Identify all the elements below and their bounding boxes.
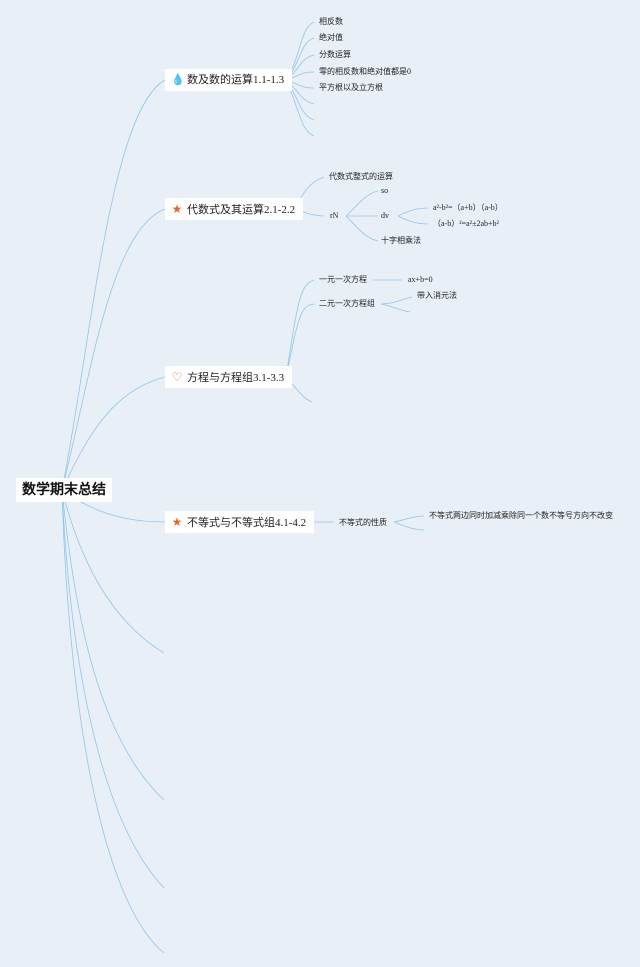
topic-label: 方程与方程组3.1-3.3 — [187, 372, 285, 384]
root-topic[interactable]: 数学期末总结 — [16, 478, 112, 502]
leaf-absolute-value[interactable]: 绝对值 — [319, 33, 343, 42]
topic-label: 数及数的运算1.1-1.3 — [187, 74, 285, 86]
leaf-square-formula[interactable]: （a-b）²=a²±2ab+b² — [433, 219, 499, 228]
leaf-cross-multiplication[interactable]: 十字相乘法 — [381, 236, 421, 245]
star-icon: ★ — [171, 515, 183, 529]
leaf-polynomial-ops[interactable]: 代数式整式的运算 — [329, 172, 393, 181]
leaf-linear-system[interactable]: 二元一次方程组 — [319, 299, 375, 308]
star-icon: ★ — [171, 202, 183, 216]
topic-inequalities[interactable]: ★ 不等式与不等式组4.1-4.2 — [165, 511, 315, 533]
leaf-fraction-ops[interactable]: 分数运算 — [319, 50, 351, 59]
leaf-inequality-property[interactable]: 不等式的性质 — [339, 518, 387, 527]
leaf-diff-of-squares[interactable]: a²-b²=（a+b）（a-b） — [433, 203, 503, 212]
leaf-rn[interactable]: rN — [330, 211, 339, 220]
leaf-dv[interactable]: dv — [381, 211, 389, 220]
topic-label: 不等式与不等式组4.1-4.2 — [187, 517, 307, 529]
leaf-linear-equation[interactable]: 一元一次方程 — [319, 275, 367, 284]
topic-numbers[interactable]: 💧数及数的运算1.1-1.3 — [165, 69, 293, 91]
leaf-substitution-method[interactable]: 带入消元法 — [417, 291, 457, 300]
topic-algebraic-expressions[interactable]: ★ 代数式及其运算2.1-2.2 — [165, 198, 304, 220]
topic-equations[interactable]: ♡ 方程与方程组3.1-3.3 — [165, 366, 293, 388]
leaf-linear-formula[interactable]: ax+b=0 — [408, 275, 433, 284]
leaf-zero-property[interactable]: 零的相反数和绝对值都是0 — [319, 67, 411, 76]
flame-icon: 💧 — [171, 74, 185, 86]
leaf-so[interactable]: so — [381, 186, 389, 195]
heart-icon: ♡ — [171, 370, 183, 384]
leaf-opposite-number[interactable]: 相反数 — [319, 17, 343, 26]
topic-label: 代数式及其运算2.1-2.2 — [187, 204, 296, 216]
leaf-inequality-rule[interactable]: 不等式两边同时加减乘除同一个数不等号方向不改变 — [429, 511, 613, 520]
leaf-roots[interactable]: 平方根以及立方根 — [319, 83, 383, 92]
